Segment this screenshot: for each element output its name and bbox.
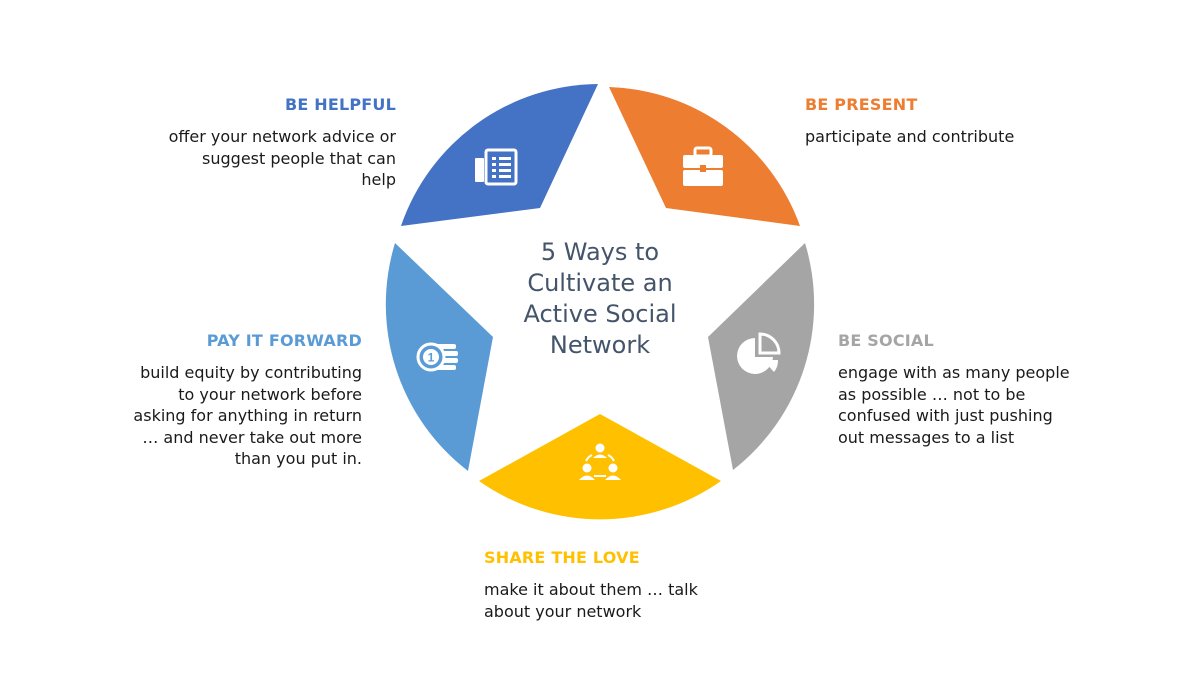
be-present-block: BE PRESENT participate and contribute [805, 95, 1105, 148]
be-present-description: participate and contribute [805, 127, 1015, 146]
be-helpful-description: offer your network advice or suggest peo… [168, 127, 396, 189]
people-group-icon [579, 443, 621, 480]
document-list-icon [475, 148, 518, 186]
diagram-title: 5 Ways to Cultivate an Active Social Net… [523, 238, 677, 359]
pay-it-forward-description: build equity by contributing to your net… [133, 363, 362, 468]
be-helpful-title: BE HELPFUL [284, 95, 396, 114]
be-social-block: BE SOCIAL engage with as many people as … [838, 331, 1098, 448]
share-the-love-description: make it about them … talk about your net… [484, 580, 698, 621]
briefcase-icon [683, 146, 723, 186]
be-helpful-block: BE HELPFUL offer your network advice or … [120, 95, 396, 191]
segment-be-helpful [401, 84, 598, 226]
segment-share-the-love [479, 414, 721, 520]
pie-chart-icon [737, 332, 781, 374]
share-the-love-block: SHARE THE LOVE make it about them … talk… [484, 548, 764, 622]
segment-be-social [708, 243, 815, 470]
svg-text:1: 1 [428, 351, 435, 365]
share-the-love-title: SHARE THE LOVE [484, 548, 640, 567]
coins-icon: 1 [416, 342, 458, 372]
be-present-title: BE PRESENT [805, 95, 918, 114]
be-social-title: BE SOCIAL [838, 331, 934, 350]
pay-it-forward-title: PAY IT FORWARD [206, 331, 362, 350]
be-social-description: engage with as many people as possible …… [838, 363, 1070, 447]
pay-it-forward-block: PAY IT FORWARD build equity by contribut… [100, 331, 362, 470]
